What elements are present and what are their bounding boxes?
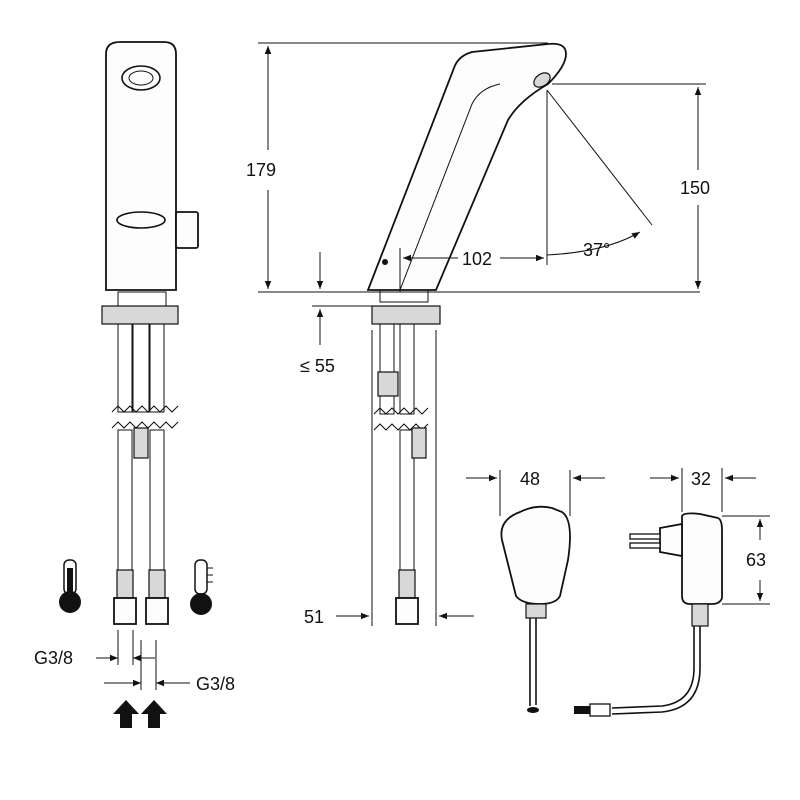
thermometer-cold-icon (190, 559, 213, 615)
deck-thickness-label: ≤ 55 (300, 356, 335, 376)
dimension-55: ≤ 55 (300, 252, 372, 376)
sensor-height-label: 150 (680, 178, 710, 198)
height-total-label: 179 (246, 160, 276, 180)
adapter-width-label: 32 (691, 469, 711, 489)
dimension-angle: 37° (583, 240, 610, 260)
side-view (366, 42, 653, 626)
front-view (101, 41, 199, 625)
temperature-knob (175, 211, 199, 249)
plug-adapter: 32 63 (574, 468, 770, 717)
connection-dimension-right: G3/8 (104, 640, 235, 694)
connector-left (113, 597, 137, 625)
connection-right-label: G3/8 (196, 674, 235, 694)
dimension-51: 51 (304, 607, 474, 627)
spout-body (366, 42, 567, 291)
dimension-102: 102 (399, 248, 544, 292)
side-connector (395, 597, 419, 625)
transformer: 48 (466, 469, 605, 713)
connector-right (145, 597, 169, 625)
side-mount-plate (371, 305, 441, 325)
front-body (105, 41, 177, 291)
sensor-window (116, 211, 166, 229)
spout-reach-label: 102 (462, 249, 492, 269)
dimension-179: 179 (246, 42, 700, 293)
hose-spacing-label: 51 (304, 607, 324, 627)
front-mount-plate (101, 305, 179, 325)
adapter-height-label: 63 (746, 550, 766, 570)
aerator-side (533, 72, 551, 88)
thermometer-hot-icon (59, 559, 81, 613)
connection-dimension-left: G3/8 (34, 630, 155, 668)
sensor-angle-label: 37° (583, 240, 610, 260)
arrow-up-icon (113, 700, 167, 728)
connection-left-label: G3/8 (34, 648, 73, 668)
aerator-front (121, 65, 161, 91)
transformer-width-label: 48 (520, 469, 540, 489)
dimension-150: 150 (552, 83, 710, 289)
